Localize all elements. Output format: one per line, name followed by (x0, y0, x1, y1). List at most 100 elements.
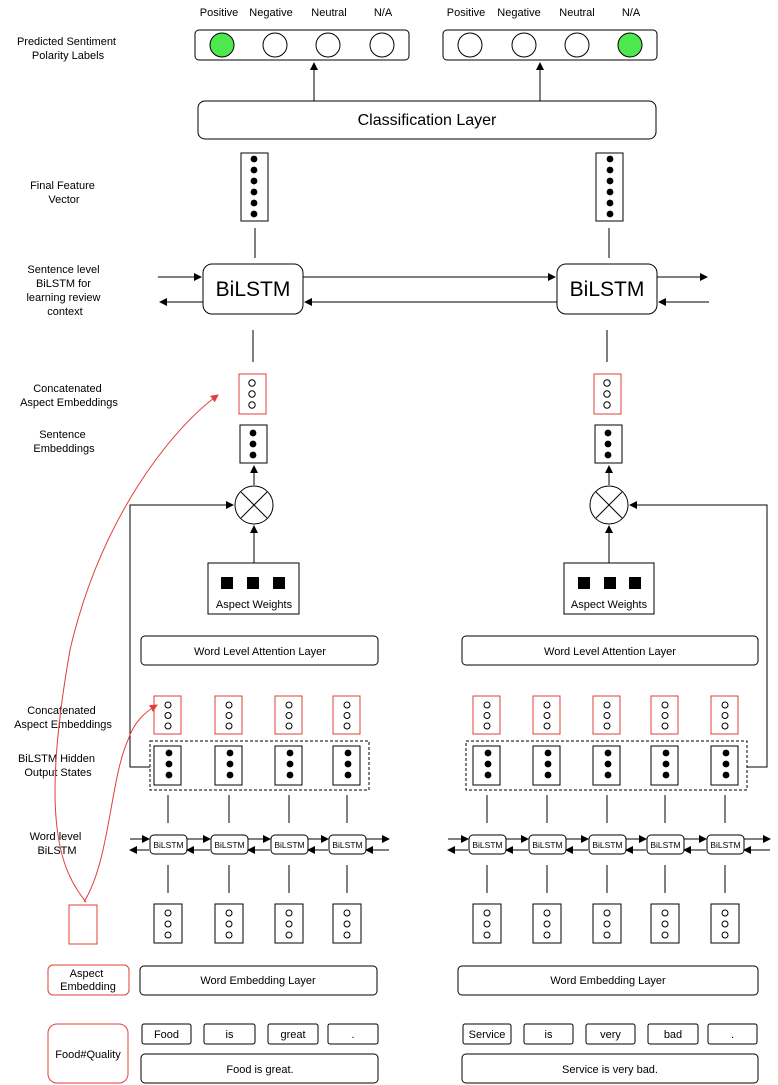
sentence-bilstm-right (556, 263, 658, 315)
embedding-dot (661, 909, 669, 917)
polarity-labels-left: Positive Negative Neutral N/A (200, 7, 393, 19)
aspect-flow-arrow-top (54, 394, 219, 903)
polarity-label-negative: Negative (497, 7, 540, 19)
embedding-dot (721, 920, 729, 928)
aspect-dot (164, 712, 172, 719)
word-bilstm-label: BiLSTM (650, 840, 680, 850)
feature-dot (606, 188, 614, 196)
polarity-label-na: N/A (374, 7, 393, 19)
polarity-circle-left-negative (262, 32, 288, 58)
token-box-right (523, 1023, 574, 1045)
embedding-dot (483, 931, 491, 939)
aspect-dot (285, 701, 293, 709)
aspect-input-box (47, 1023, 129, 1084)
hidden-dot (286, 749, 294, 757)
top-vector-dots (248, 379, 612, 459)
hidden-dot (544, 771, 552, 779)
embedding-dot (483, 909, 491, 917)
aspect-embedding-label: Aspect Embedding (60, 968, 116, 993)
aspect-dot (248, 379, 256, 387)
token-box-left (327, 1023, 379, 1045)
hidden-states-group-left (149, 740, 370, 791)
token-text: Food (154, 1029, 179, 1041)
embedding-dot (343, 920, 351, 928)
final-feature-dots (250, 155, 614, 218)
hidden-dot (722, 749, 730, 757)
embedding-dot (483, 920, 491, 928)
word-embedding-layer-right (457, 965, 759, 996)
token-box-right (585, 1023, 636, 1045)
hidden-dot (484, 771, 492, 779)
final-feature-vector-left (240, 152, 269, 222)
aspect-dot (721, 701, 729, 709)
hidden-dot (226, 771, 234, 779)
embedding-dot (721, 909, 729, 917)
hidden-dot (165, 749, 173, 757)
embedding-dot (164, 909, 172, 917)
aspect-dot (164, 701, 172, 709)
sentence-bilstm-left-label: BiLSTM (216, 278, 291, 301)
embedding-dot (543, 920, 551, 928)
embedding-dot (603, 909, 611, 917)
embedding-dot (603, 931, 611, 939)
aspect-dot (543, 712, 551, 719)
aspect-dot (603, 712, 611, 719)
embedding-dot (164, 920, 172, 928)
aspect-dot (343, 722, 351, 730)
label-concat-aspect-mid: Concatenated Aspect Embeddings (14, 705, 112, 731)
feature-dot (606, 210, 614, 218)
aspect-embedding-box (47, 964, 130, 996)
token-box-left (141, 1023, 192, 1045)
token-box-right (707, 1023, 758, 1045)
aspect-dot (543, 722, 551, 730)
aspect-dot (225, 712, 233, 719)
polarity-circle-right-na (617, 32, 643, 58)
word-bilstm-label: BiLSTM (214, 840, 244, 850)
sentence-bilstm-left (202, 263, 304, 315)
hidden-dot (344, 760, 352, 768)
hidden-dot (286, 771, 294, 779)
word-attention-layer-left (140, 635, 379, 666)
aspect-dot (343, 712, 351, 719)
aspect-dot (721, 712, 729, 719)
word-embedding-layer-left (139, 965, 378, 996)
feature-dot (606, 166, 614, 174)
word-bilstm-label: BiLSTM (710, 840, 740, 850)
embedding-dot (603, 920, 611, 928)
word-bilstm-cell (149, 834, 188, 855)
aspect-dot (483, 722, 491, 730)
hidden-dot (165, 760, 173, 768)
aspect-dot (285, 712, 293, 719)
word-bilstm-cell (468, 834, 507, 855)
word-bilstm-label: BiLSTM (592, 840, 622, 850)
feature-dot (250, 199, 258, 207)
feature-dot (250, 188, 258, 196)
aspect-dot (483, 701, 491, 709)
sentence-dot (604, 440, 612, 448)
polarity-circle-right-neutral (564, 32, 590, 58)
label-predicted-polarity: Predicted Sentiment Polarity Labels (17, 36, 119, 62)
word-embedding-layer-right-label: Word Embedding Layer (550, 975, 666, 987)
aspect-dot (661, 701, 669, 709)
multiply-operator-left (234, 485, 274, 525)
embedding-dot (721, 931, 729, 939)
polarity-label-negative: Negative (249, 7, 292, 19)
polarity-circle-left-positive (209, 32, 235, 58)
hidden-dot (604, 760, 612, 768)
aspect-dot (225, 722, 233, 730)
token-box-left (267, 1023, 319, 1045)
hidden-dot (662, 749, 670, 757)
sentence-dot (249, 440, 257, 448)
classification-layer-label: Classification Layer (358, 112, 497, 129)
aspect-dot (603, 401, 611, 409)
aspect-dot (603, 390, 611, 398)
polarity-labels-right: Positive Negative Neutral N/A (447, 7, 641, 19)
sentence-dot (604, 451, 612, 459)
word-attention-layer-right (461, 635, 759, 666)
polarity-label-neutral: Neutral (311, 7, 346, 19)
hidden-dot (604, 749, 612, 757)
word-bilstm-label: BiLSTM (274, 840, 304, 850)
